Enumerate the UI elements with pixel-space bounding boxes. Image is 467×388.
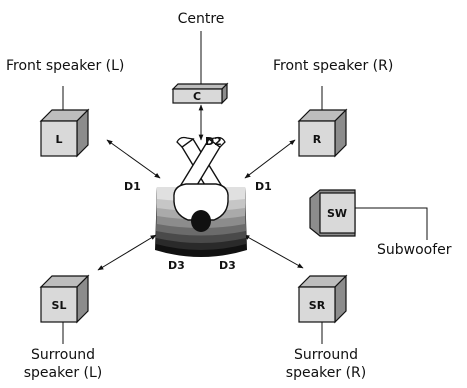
- front-left-speaker: L: [39, 108, 90, 158]
- front-right-speaker: R: [297, 108, 348, 158]
- centre-label: Centre: [177, 11, 225, 27]
- d1-left-arrow: [106, 139, 161, 179]
- front-left-label: Front speaker (L): [6, 58, 125, 74]
- centre-speaker-code: C: [193, 90, 201, 103]
- front-right-label: Front speaker (R): [273, 58, 394, 74]
- distance-d1-right: D1: [255, 180, 272, 193]
- subwoofer-speaker-code: SW: [327, 207, 347, 220]
- surround-left-label-line1: Surround: [31, 347, 95, 363]
- listener-figure: [173, 136, 229, 232]
- surround-left-label-line2: speaker (L): [23, 365, 103, 381]
- subwoofer-label: Subwoofer: [377, 242, 452, 258]
- front-right-speaker-code: R: [313, 133, 322, 146]
- d3-right-arrow: [243, 234, 304, 269]
- d3-left-arrow: [97, 234, 157, 271]
- surround-left-speaker: SL: [39, 274, 90, 324]
- surround-right-label-line2: speaker (R): [285, 365, 367, 381]
- surround-right-speaker: SR: [297, 274, 348, 324]
- distance-d2: D2: [205, 135, 222, 148]
- surround-left-speaker-code: SL: [52, 299, 67, 312]
- subwoofer-leader-line: [355, 207, 428, 240]
- front-left-speaker-code: L: [55, 133, 62, 146]
- distance-d3-right: D3: [219, 259, 236, 272]
- distance-d3-left: D3: [168, 259, 185, 272]
- subwoofer-speaker: SW: [309, 189, 356, 237]
- centre-speaker: C: [171, 82, 229, 105]
- d1-right-arrow: [244, 139, 296, 179]
- surround-right-label-line1: Surround: [294, 347, 358, 363]
- distance-d1-left: D1: [124, 180, 141, 193]
- surround-right-speaker-code: SR: [309, 299, 326, 312]
